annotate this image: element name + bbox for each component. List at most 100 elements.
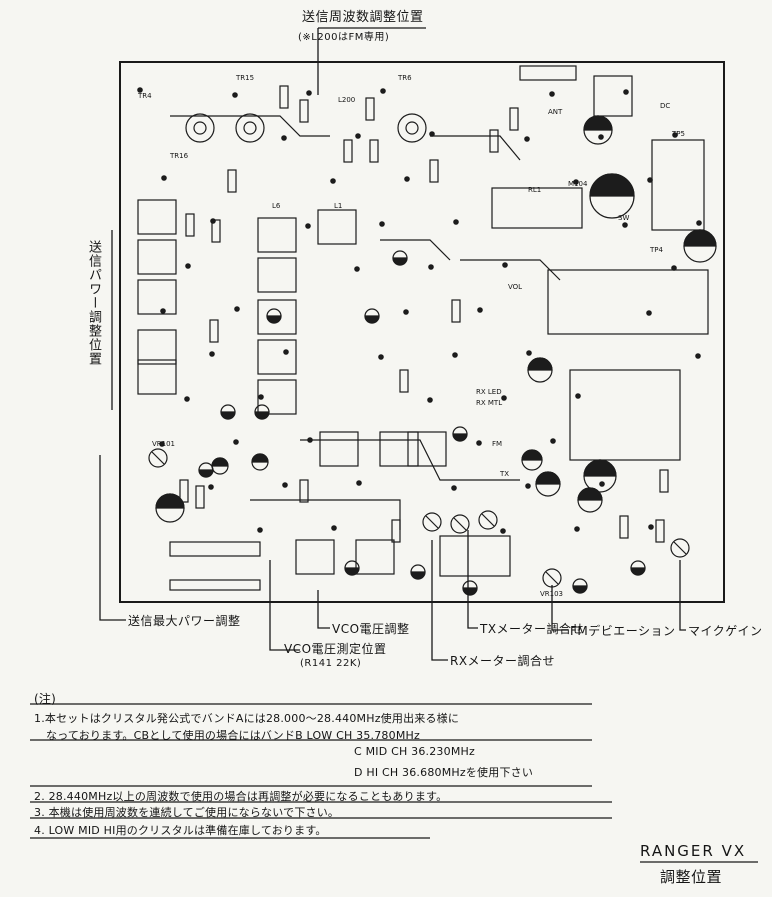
board-label-fm: FM (492, 440, 503, 448)
transformer-tp4 (547, 269, 709, 335)
notes-line-7: 4. LOW MID HI用のクリスタルは準備在庫しております。 (34, 824, 327, 837)
solder-pad (184, 396, 190, 402)
board-label-tr6: TR6 (398, 74, 412, 82)
resistor (211, 219, 221, 243)
capacitor-polarity-mark (155, 493, 185, 509)
notes-line-1: 1.本セットはクリスタル発公式でバンドAには28.000〜28.440MHz使用… (34, 712, 460, 725)
ifcoil-module (137, 329, 177, 365)
board-label-vr103: VR103 (540, 590, 564, 598)
resistor (655, 519, 665, 543)
pcb-trace (380, 239, 451, 261)
solder-pad (331, 525, 337, 531)
pcb-board-outline (119, 61, 725, 603)
solder-pad (306, 90, 312, 96)
board-label-tx: TX (500, 470, 510, 478)
resistor (185, 213, 195, 237)
solder-pad (355, 133, 361, 139)
resistor (509, 107, 519, 131)
solder-pad (233, 439, 239, 445)
pcb-trace (460, 259, 561, 281)
solder-pad (646, 310, 652, 316)
solder-pad (550, 438, 556, 444)
ifcoil-module (257, 257, 297, 293)
callout-vco-voltage-check: VCO電圧測定位置 (284, 642, 387, 656)
board-label-tr4: TR4 (138, 92, 152, 100)
callout-r141-note: (R141 22K) (300, 658, 362, 669)
resistor (489, 129, 499, 153)
resistor-block (519, 65, 577, 81)
board-label-m104: M104 (568, 180, 588, 188)
callout-lines (30, 27, 758, 863)
pcb-trace (300, 439, 520, 481)
solder-pad (403, 309, 409, 315)
transistor-fill (572, 585, 588, 594)
trimmer-pot (148, 448, 168, 468)
capacitor-polarity-mark (521, 449, 543, 461)
resistor (195, 485, 205, 509)
solder-pad (502, 262, 508, 268)
resistor (369, 139, 379, 163)
board-label-l1: L1 (334, 202, 343, 210)
solder-pad (234, 306, 240, 312)
resistor (429, 159, 439, 183)
transformer-tp5 (651, 139, 705, 231)
board-label-tr16: TR16 (170, 152, 189, 160)
board-label-ant: ANT (548, 108, 563, 116)
connector-strip (169, 541, 261, 557)
regulator-block (593, 75, 633, 117)
transformer-block (569, 369, 681, 461)
capacitor-polarity-mark (583, 115, 613, 131)
capacitor-polarity-mark (211, 457, 229, 467)
toroid-coil-core (243, 121, 257, 135)
ifcoil-module (317, 209, 357, 245)
solder-pad (452, 352, 458, 358)
toroid-coil-core (405, 121, 419, 135)
capacitor-polarity-mark (535, 471, 561, 485)
board-label-rl1: RL1 (528, 186, 542, 194)
solder-pad (524, 136, 530, 142)
pcb-trace (430, 135, 521, 161)
solder-pad (404, 176, 410, 182)
pcb-trace (170, 115, 330, 137)
sheet-subtitle: 調整位置 (660, 868, 723, 886)
ifcoil-module (319, 431, 359, 467)
callout-vco-voltage-adjust: VCO電圧調整 (332, 622, 410, 636)
notes-line-5: 2. 28.440MHz以上の周波数で使用の場合は再調整が必要になることもありま… (34, 790, 448, 803)
model-title: RANGER VX (640, 842, 747, 860)
board-label-dc: DC (660, 102, 671, 110)
board-label-tp4: TP4 (650, 246, 663, 254)
solder-pad (525, 483, 531, 489)
solder-pad (209, 351, 215, 357)
solder-pad (380, 88, 386, 94)
solder-pad (356, 480, 362, 486)
trimmer-slot (453, 517, 467, 531)
resistor (227, 169, 237, 193)
ifcoil-module (257, 379, 297, 415)
trimmer-slot (151, 451, 165, 465)
solder-pad (257, 527, 263, 533)
solder-pad (671, 265, 677, 271)
board-label-l6: L6 (272, 202, 281, 210)
crystal-block (439, 535, 511, 577)
resistor (179, 479, 189, 503)
board-label-vol: VOL (508, 283, 523, 291)
resistor (343, 139, 353, 163)
transistor-fill (344, 567, 360, 576)
toroid-coil (185, 113, 215, 143)
callout-fm-deviation: FMデビエーション (570, 624, 676, 638)
solder-pad (476, 440, 482, 446)
solder-pad (283, 349, 289, 355)
solder-pad (379, 221, 385, 227)
ifcoil-module (137, 199, 177, 235)
solder-pad (696, 220, 702, 226)
resistor (279, 85, 289, 109)
solder-pad (330, 178, 336, 184)
relay-rl1 (491, 187, 583, 229)
trimmer-slot (673, 541, 687, 555)
solder-pad (622, 222, 628, 228)
capacitor-polarity-mark (583, 459, 617, 477)
resistor (299, 479, 309, 503)
solder-pad (526, 350, 532, 356)
solder-pad (161, 175, 167, 181)
